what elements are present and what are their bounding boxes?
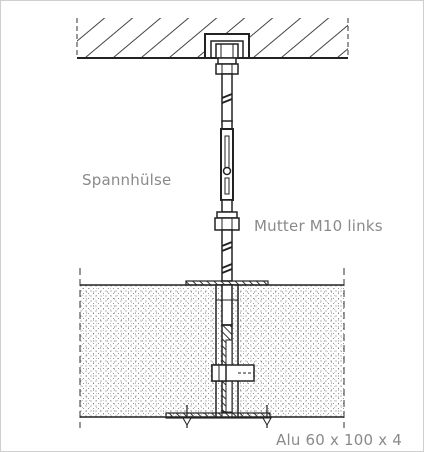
label-spannhuelse: Spannhülse xyxy=(82,171,172,189)
alu-profile xyxy=(215,284,239,418)
left-hand-nut xyxy=(214,211,240,231)
bottom-plate xyxy=(165,405,272,428)
lower-threaded-rod xyxy=(221,229,233,282)
upper-threaded-rod xyxy=(221,73,233,123)
label-alu-profile: Alu 60 x 100 x 4 xyxy=(276,431,402,449)
cross-bolt xyxy=(211,364,255,382)
upper-nut xyxy=(215,57,239,75)
label-mutter-m10-links: Mutter M10 links xyxy=(254,217,383,235)
sandwich-panel xyxy=(79,268,345,428)
anchor-channel xyxy=(204,33,250,59)
turnbuckle xyxy=(220,120,234,213)
